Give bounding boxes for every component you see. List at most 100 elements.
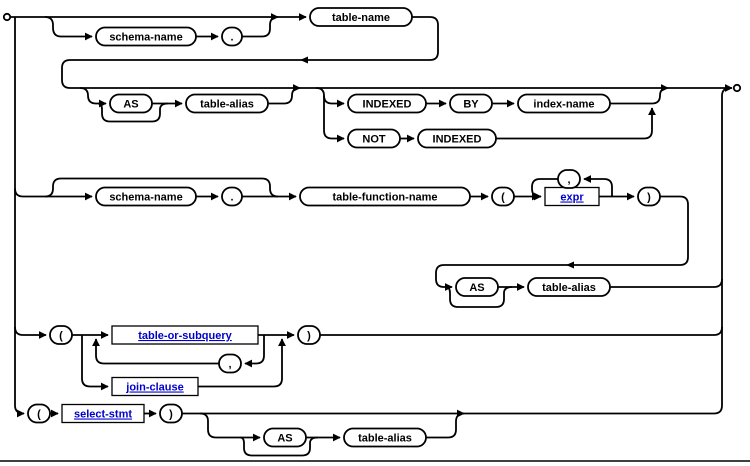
nonterminal-link-label[interactable]: join-clause: [125, 382, 183, 394]
nonterminal-select-stmt[interactable]: select-stmt: [61, 403, 145, 424]
connector-as2-bypass: [445, 286, 513, 308]
node-shape: [449, 93, 493, 114]
terminal-label: ,: [567, 174, 570, 186]
connector-indexed-row1: [323, 95, 345, 108]
node-shape: [95, 26, 197, 47]
terminal-as-2: AS: [455, 277, 499, 297]
connector-notrow-rejoin: [496, 107, 656, 140]
node-shape: [159, 403, 183, 424]
connector-row1-wrap: [61, 16, 439, 89]
left-arrowhead-wrap1: [300, 56, 308, 64]
terminal-table-alias-1: table-alias: [185, 93, 269, 114]
node-shape[interactable]: [61, 403, 145, 424]
node-shape: [517, 93, 611, 114]
terminal-label: index-name: [533, 99, 594, 111]
connector-comma3-loop-back: [92, 338, 219, 365]
terminal-as-4: AS: [263, 427, 307, 448]
terminal-label: (: [501, 192, 505, 204]
connector-as4-bypass: [239, 436, 319, 457]
connector-indexname-rejoin: [610, 84, 669, 105]
node-shape: [27, 403, 51, 424]
terminal-dot-1: .: [221, 26, 243, 47]
terminal-label: ): [169, 409, 173, 421]
terminal-label: ,: [228, 359, 231, 371]
connector-as1-bypass: [97, 102, 169, 123]
terminal-indexed-1: INDEXED: [347, 93, 427, 114]
connector-schema1-branch: [44, 16, 93, 41]
terminal-label: table-alias: [358, 433, 412, 445]
terminal-schema-name-1: schema-name: [95, 26, 197, 47]
connector-indexed-branch: [315, 87, 345, 143]
node-shape: [309, 7, 413, 27]
terminal-table-alias-2: table-alias: [527, 277, 611, 297]
node-shape: [221, 186, 243, 207]
terminal-comma-2: ,: [557, 169, 581, 189]
terminal-label: AS: [123, 99, 138, 111]
terminal-label: ): [307, 330, 311, 342]
terminal-lparen-2: (: [491, 186, 515, 207]
terminal-label: AS: [277, 433, 292, 445]
terminal-indexed-2: INDEXED: [417, 128, 497, 149]
terminal-dot-2: .: [221, 186, 243, 207]
node-shape: [347, 128, 401, 149]
node-shape: [417, 128, 497, 149]
node-shape: [263, 427, 307, 448]
terminal-label: schema-name: [109, 192, 182, 204]
node-shape: [491, 186, 515, 207]
terminal-table-name: table-name: [309, 7, 413, 27]
terminal-rparen-3: ): [297, 325, 321, 345]
node-shape: [637, 186, 661, 207]
nonterminal-expr[interactable]: expr: [544, 186, 600, 207]
connector-alias4-rejoin: [426, 409, 465, 439]
terminal-label: .: [230, 32, 233, 44]
nonterminal-link-label[interactable]: expr: [560, 192, 584, 204]
terminal-label: BY: [463, 99, 479, 111]
terminal-label: .: [230, 192, 233, 204]
nonterminal-link-label[interactable]: select-stmt: [74, 409, 132, 421]
terminal-label: INDEXED: [363, 99, 412, 111]
terminal-index-name: index-name: [517, 93, 611, 114]
nonterminal-join-clause[interactable]: join-clause: [111, 376, 199, 397]
terminal-schema-name-2: schema-name: [95, 186, 197, 207]
terminal-table-alias-4: table-alias: [343, 427, 427, 448]
terminal-lparen-3: (: [49, 325, 73, 345]
terminal-label: AS: [469, 282, 484, 294]
end-terminal: [732, 83, 742, 93]
connector-as1-branch: [79, 87, 107, 108]
terminal-label: table-name: [332, 12, 390, 24]
terminal-rparen-4: ): [159, 403, 183, 424]
node-shape: [109, 93, 153, 114]
node-shape: [455, 277, 499, 297]
node-shape: [299, 186, 471, 207]
connector-alias2-exit: [610, 278, 723, 288]
node-shape: [95, 186, 197, 207]
node-shape: [557, 169, 581, 189]
left-arrowhead-wrap2: [566, 261, 574, 269]
start-terminal: [2, 12, 12, 22]
terminal-lparen-4: (: [27, 403, 51, 424]
connector-schema2-bypass: [44, 177, 279, 198]
connector-expr-loop-up: [583, 175, 613, 197]
terminal-rparen-2: ): [637, 186, 661, 207]
terminal-as-1: AS: [109, 93, 153, 114]
connector-alt3-exit: [320, 326, 723, 336]
connector-expr-loop-back: [531, 178, 558, 201]
connector-alt4-branch: [14, 405, 25, 418]
node-shape: [49, 325, 73, 345]
terminal-label: NOT: [362, 134, 386, 146]
node-shape: [527, 277, 611, 297]
nonterminal-table-or-subquery[interactable]: table-or-subquery: [111, 325, 259, 345]
node-shape: [218, 353, 242, 374]
node-shape[interactable]: [111, 376, 199, 397]
terminal-label: (: [37, 409, 41, 421]
nonterminal-link-label[interactable]: table-or-subquery: [138, 330, 232, 342]
connector-dot1-rejoin: [242, 13, 279, 38]
node-shape: [221, 26, 243, 47]
node-shape: [347, 93, 427, 114]
terminal-label: ): [647, 192, 651, 204]
node-shape: [343, 427, 427, 448]
terminal-label: INDEXED: [433, 134, 482, 146]
node-shape[interactable]: [111, 325, 259, 345]
